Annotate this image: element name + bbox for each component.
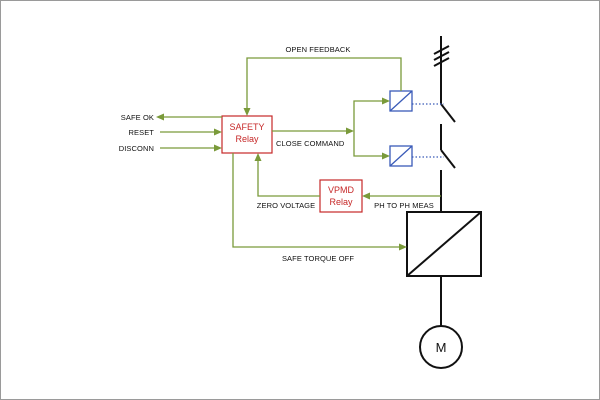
motor-icon: M: [419, 325, 463, 369]
close-command-label: CLOSE COMMAND: [276, 139, 345, 148]
safe-torque-off-signal: [232, 153, 407, 251]
zero-voltage-label: ZERO VOLTAGE: [257, 201, 315, 210]
vpmd-relay: VPMD Relay: [319, 179, 363, 213]
disconn-label: DISCONN: [119, 144, 154, 153]
reset-signal: [160, 128, 222, 136]
vpmd-relay-line1: VPMD: [328, 185, 355, 195]
safety-relay-line1: SAFETY: [229, 122, 264, 132]
motor-label: M: [436, 340, 447, 355]
reset-label: RESET: [128, 128, 154, 137]
contactor-coil-icon: [389, 145, 413, 167]
safe-ok-label: SAFE OK: [121, 113, 154, 122]
three-phase-icon: [433, 45, 450, 67]
disconn-signal: [160, 144, 222, 152]
zero-voltage-signal: [254, 153, 320, 197]
power-line: [440, 36, 456, 326]
safe-torque-off-label: SAFE TORQUE OFF: [282, 254, 354, 263]
drive-icon: [406, 211, 482, 277]
safety-relay-line2: Relay: [235, 134, 259, 144]
contactor-coil-icon: [389, 90, 413, 112]
safety-relay: SAFETY Relay: [221, 115, 273, 154]
vpmd-relay-line2: Relay: [329, 197, 353, 207]
ph-to-ph-meas-signal: [362, 192, 441, 200]
ph-to-ph-meas-label: PH TO PH MEAS: [374, 201, 434, 210]
mechanical-linkage: [412, 103, 444, 158]
open-feedback-label: OPEN FEEDBACK: [285, 45, 350, 54]
open-feedback-signal: [243, 57, 402, 116]
safe-ok-signal: [156, 113, 222, 121]
close-command-signal: [272, 97, 390, 160]
